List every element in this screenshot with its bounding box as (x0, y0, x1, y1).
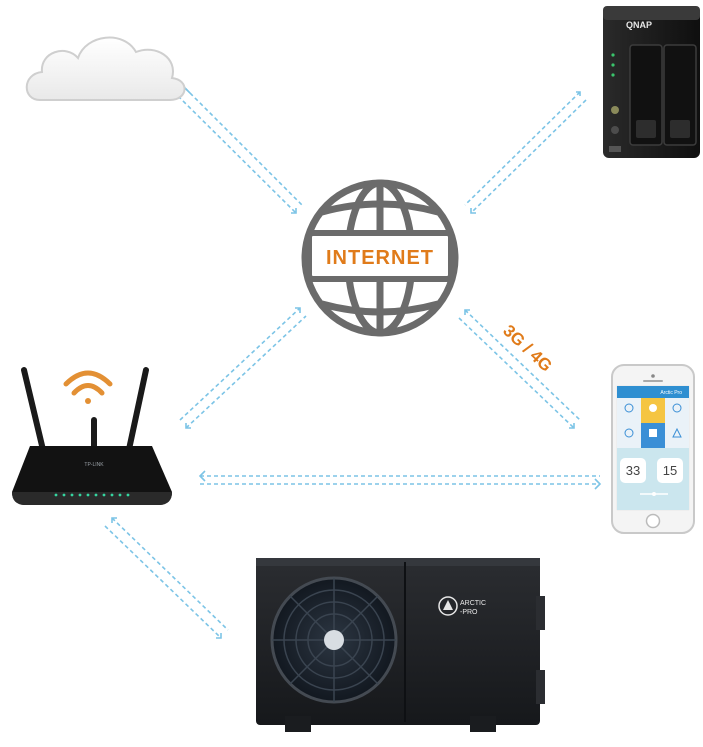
heat-pump-icon: ARCTIC -PRO (256, 558, 545, 732)
phone-home-button (645, 513, 661, 529)
nas-brand: QNAP (626, 20, 652, 30)
smartphone-icon: Arctic Pro 33 15 (611, 364, 695, 534)
phone-app-title: Arctic Pro (660, 390, 682, 396)
nas-power-button (611, 106, 619, 114)
connection-label: 3G / 4G (499, 321, 555, 375)
arctic-pro-logo: ARCTIC -PRO (438, 596, 486, 616)
phone-value-right: 15 (663, 463, 677, 478)
connectors (104, 87, 600, 639)
cloud-icon (25, 36, 186, 101)
arrow-heads (111, 86, 602, 639)
heat-pump-brand-line2: -PRO (460, 609, 478, 616)
internet-label-box: INTERNET (306, 230, 454, 282)
connector-router-heatpump (104, 517, 229, 639)
router-brand: TP-LINK (84, 462, 104, 468)
heat-pump-fan (270, 576, 398, 704)
connector-nas-internet (464, 91, 587, 214)
connector-router-internet (179, 307, 307, 429)
heat-pump-brand-line1: ARCTIC (460, 600, 486, 607)
connector-router-phone (200, 475, 600, 485)
connector-phone-internet (458, 309, 581, 429)
router-leds (54, 493, 130, 497)
nas-device: QNAP (603, 6, 700, 158)
router-device: TP-LINK (12, 367, 172, 505)
internet-label: INTERNET (326, 247, 434, 269)
connector-cloud-internet (177, 87, 303, 214)
wifi-icon (63, 370, 113, 404)
phone-value-left: 33 (626, 463, 640, 478)
